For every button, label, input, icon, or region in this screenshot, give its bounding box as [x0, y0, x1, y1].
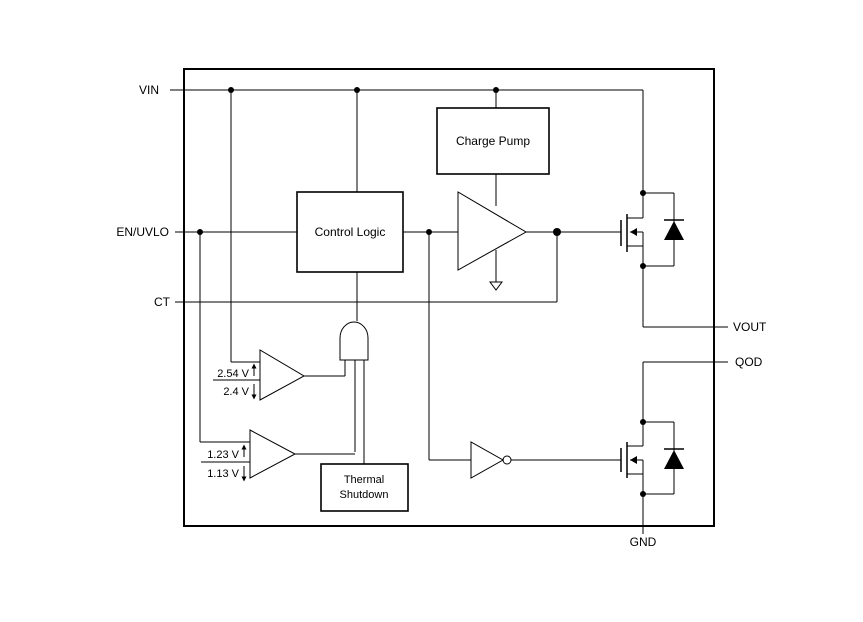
thermal-shutdown-block: Thermal Shutdown: [320, 463, 409, 512]
thermal-label-line1: Thermal: [344, 474, 384, 486]
pin-qod-label: QOD: [735, 355, 763, 369]
pin-gnd-label: GND: [630, 535, 657, 549]
vin-rising-threshold: 2.54 V: [217, 368, 249, 380]
control-logic-label: Control Logic: [315, 225, 386, 239]
and-gate-icon: [339, 272, 369, 464]
control-logic-block: Control Logic: [296, 191, 404, 273]
vin-falling-threshold: 2.4 V: [223, 386, 249, 398]
qod-mosfet-icon: [620, 361, 728, 534]
pin-en-uvlo-label: EN/UVLO: [116, 225, 169, 239]
pin-ct-label: CT: [154, 295, 171, 309]
driver-ground-icon: [489, 250, 503, 291]
thermal-label-line2: Shutdown: [340, 489, 389, 501]
inverter-icon: [470, 441, 621, 479]
en-uvlo-net: [175, 229, 297, 443]
pin-vin-label: VIN: [139, 83, 159, 97]
vin-uvlo-comparator-icon: [213, 349, 345, 401]
ct-net: [175, 232, 558, 303]
charge-pump-block: Charge Pump: [436, 107, 550, 175]
gate-drive-net: [526, 228, 621, 236]
vin-net: [170, 87, 644, 363]
en-uvlo-comparator-icon: [201, 429, 355, 482]
pass-mosfet-icon: [620, 190, 728, 328]
en-rising-threshold: 1.23 V: [207, 449, 239, 461]
charge-pump-label: Charge Pump: [456, 134, 530, 148]
gate-driver-amp-icon: [457, 191, 528, 271]
pin-vout-label: VOUT: [733, 320, 767, 334]
en-falling-threshold: 1.13 V: [207, 468, 239, 480]
control-output-net: [403, 229, 471, 461]
ic-boundary: [183, 68, 715, 527]
